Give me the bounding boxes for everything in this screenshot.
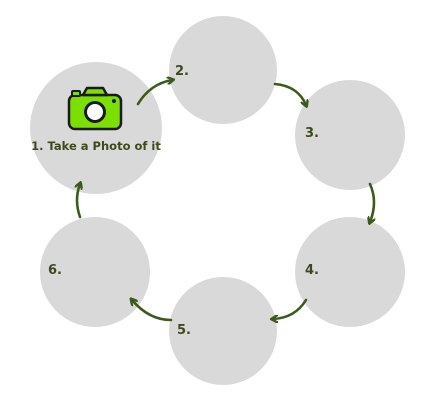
step-5-node: 5. — [169, 277, 277, 385]
step-3-label: 3. — [305, 126, 319, 141]
arrow-1-to-2 — [136, 80, 172, 106]
step-3-node: 3. — [295, 80, 405, 190]
step-2-circle — [169, 16, 277, 124]
step-4-circle — [295, 217, 405, 327]
step-6-node: 6. — [40, 217, 150, 327]
arrow-6-to-1 — [77, 184, 80, 219]
step-4-node: 4. — [295, 217, 405, 327]
step-1-node: 1. Take a Photo of it — [30, 62, 162, 194]
camera-icon — [67, 86, 123, 131]
arrow-3-to-4 — [370, 182, 374, 222]
step-3-circle — [295, 80, 405, 190]
step-5-label: 5. — [177, 323, 191, 338]
step-2-label: 2. — [175, 64, 189, 79]
arrow-4-to-5 — [273, 298, 308, 319]
step-6-circle — [40, 217, 150, 327]
step-4-label: 4. — [305, 263, 319, 278]
step-5-circle — [169, 277, 277, 385]
step-6-label: 6. — [48, 263, 62, 278]
step-1-caption: 1. Take a Photo of it — [31, 139, 161, 153]
step-2-node: 2. — [169, 16, 277, 124]
arrow-5-to-6 — [132, 300, 173, 322]
arrow-2-to-3 — [273, 82, 306, 105]
